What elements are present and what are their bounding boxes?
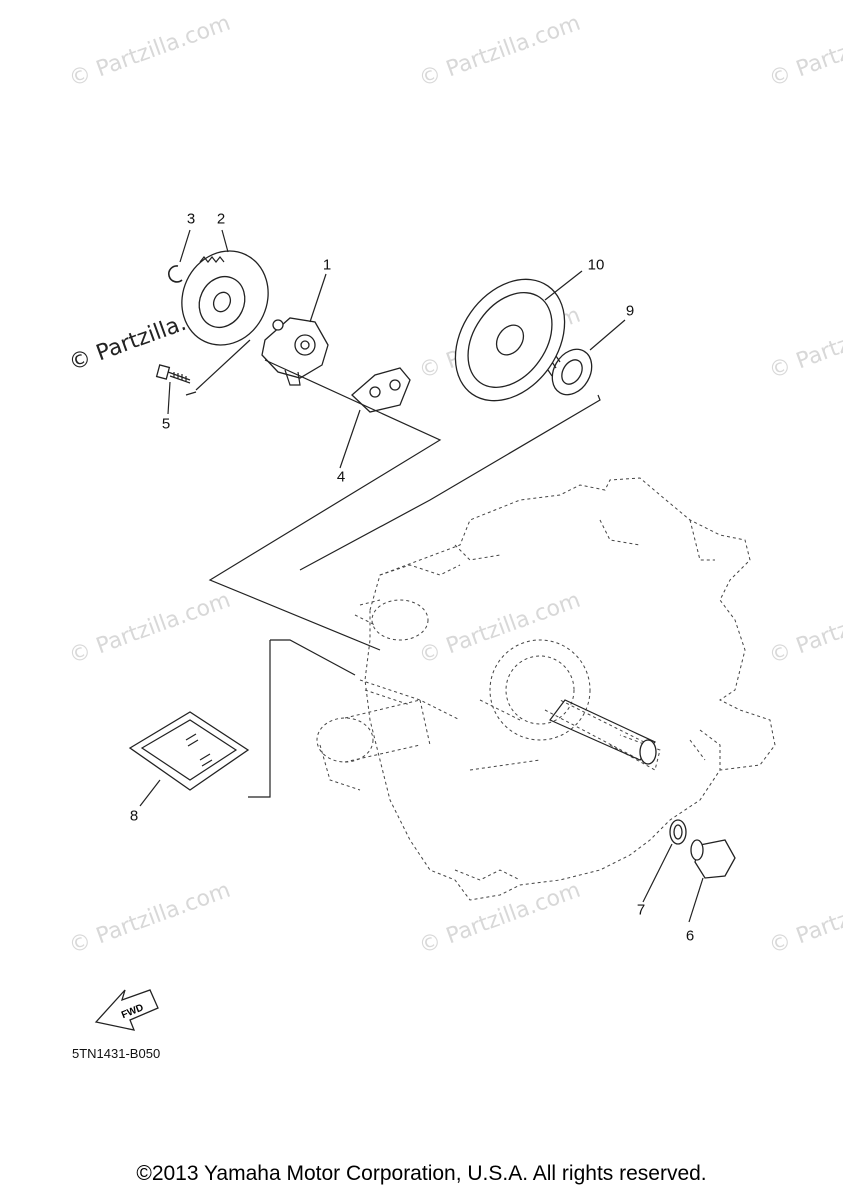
screw	[155, 364, 191, 384]
circlip	[168, 265, 183, 283]
drive-gear	[454, 278, 566, 402]
crankshaft-end	[549, 699, 657, 765]
reference-lines	[185, 339, 601, 798]
callout-label: 3	[186, 210, 196, 228]
leader-lines	[139, 229, 704, 923]
oil-pump	[261, 317, 329, 386]
callout-label: 2	[216, 210, 226, 228]
callout-label: 1	[322, 256, 332, 274]
copyright-text: ©2013 Yamaha Motor Corporation, U.S.A. A…	[136, 1162, 707, 1185]
callout-label: 8	[129, 807, 139, 825]
washer	[669, 819, 687, 845]
crankcase-outline	[316, 477, 776, 901]
callout-label: 6	[685, 927, 695, 945]
oil-pump-gear	[181, 250, 269, 346]
strainer	[128, 711, 250, 791]
oil-seal	[547, 348, 593, 396]
gasket	[351, 367, 411, 413]
diagram-code: 5TN1431-B050	[72, 1046, 161, 1061]
drain-bolt	[690, 839, 736, 879]
callout-label: 10	[587, 256, 605, 274]
callout-label: 9	[625, 302, 635, 320]
callout-label: 5	[161, 415, 171, 433]
callout-label: 4	[336, 468, 346, 486]
fwd-arrow-icon: FWD	[94, 989, 159, 1031]
callout-label: 7	[636, 901, 646, 919]
